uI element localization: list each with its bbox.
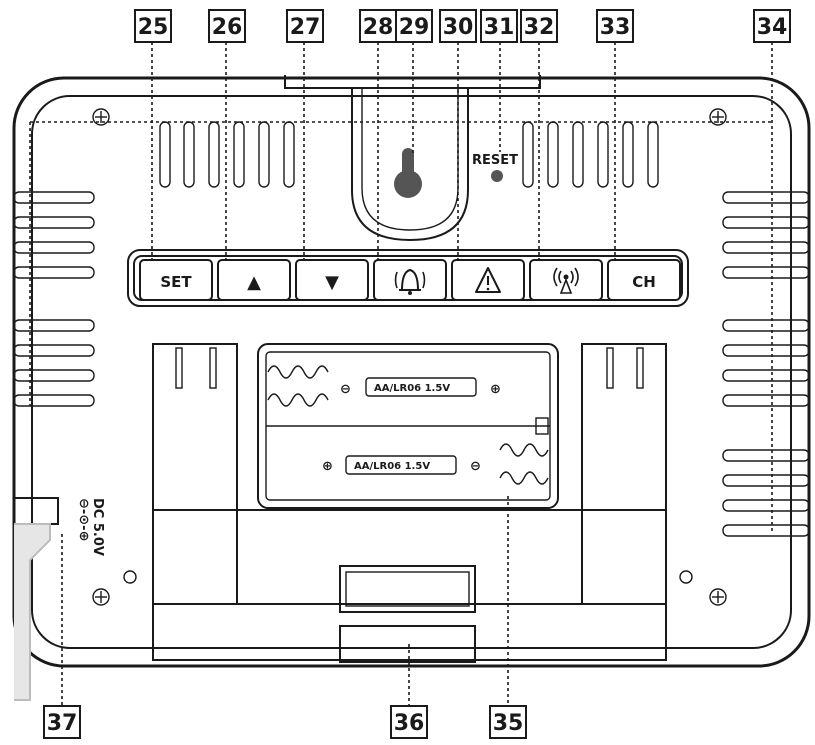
ch-button[interactable]: CH	[607, 259, 681, 301]
reset-label: RESET	[472, 153, 518, 168]
svg-text:28: 28	[363, 15, 394, 40]
callout-29: 29	[395, 9, 433, 43]
callout-25: 25	[134, 9, 172, 43]
set-button[interactable]: SET	[139, 259, 213, 301]
dc-jack-label: DC 5.0V	[90, 498, 105, 556]
alarm-button[interactable]	[373, 259, 447, 301]
callout-31: 31	[480, 9, 518, 43]
svg-text:33: 33	[600, 15, 631, 40]
callout-36: 36	[390, 705, 428, 739]
svg-text:35: 35	[493, 711, 524, 736]
down-arrow-icon: ▼	[325, 272, 339, 293]
svg-text:29: 29	[399, 15, 430, 40]
battery-bottom: ⊕ AA/LR06 1.5V ⊖	[322, 443, 549, 485]
screw-bottom-right-icon	[709, 588, 727, 606]
dc-jack	[13, 497, 59, 701]
callout-28: 28	[359, 9, 397, 43]
callout-37: 37	[43, 705, 81, 739]
keyhole-icon	[394, 148, 422, 198]
screw-bottom-left-icon	[92, 588, 110, 606]
callout-34: 34	[753, 9, 791, 43]
set-button-label: SET	[160, 273, 192, 291]
battery-bottom-plus-icon: ⊕	[322, 459, 333, 474]
svg-text:27: 27	[290, 15, 321, 40]
down-button[interactable]: ▼	[295, 259, 369, 301]
battery-bottom-label: AA/LR06 1.5V	[354, 461, 430, 472]
device-body	[12, 75, 811, 668]
vent-slots-left	[13, 191, 95, 407]
vent-slots-right	[722, 191, 810, 537]
dc-jack-label-group: DC 5.0V ⊖-⊙-⊕	[76, 498, 105, 556]
leader-lines	[29, 42, 773, 706]
screw-top-right-icon	[709, 108, 727, 126]
battery-top-label: AA/LR06 1.5V	[374, 383, 450, 394]
dc-jack-polarity-icon: ⊖-⊙-⊕	[76, 498, 91, 541]
up-arrow-icon: ▲	[247, 272, 261, 293]
wall-mount-bracket	[351, 88, 469, 242]
alert-button[interactable]	[451, 259, 525, 301]
radio-signal-icon	[553, 267, 579, 294]
svg-text:31: 31	[484, 15, 515, 40]
reset-button[interactable]	[491, 170, 503, 182]
ch-button-label: CH	[632, 273, 656, 291]
svg-text:30: 30	[443, 15, 474, 40]
callout-32: 32	[520, 9, 558, 43]
svg-text:25: 25	[138, 15, 169, 40]
callout-30: 30	[439, 9, 477, 43]
peg-left-icon	[123, 570, 137, 584]
battery-bottom-minus-icon: ⊖	[470, 459, 481, 474]
alarm-bell-icon	[394, 268, 426, 295]
up-button[interactable]: ▲	[217, 259, 291, 301]
peg-right-icon	[679, 570, 693, 584]
callout-35: 35	[489, 705, 527, 739]
svg-text:32: 32	[524, 15, 555, 40]
svg-text:26: 26	[212, 15, 243, 40]
screw-top-left-icon	[92, 108, 110, 126]
warning-triangle-icon	[475, 267, 501, 293]
callout-27: 27	[286, 9, 324, 43]
battery-top: ⊖ AA/LR06 1.5V ⊕	[267, 365, 501, 407]
battery-compartment	[257, 343, 559, 509]
callout-33: 33	[596, 9, 634, 43]
stand-base	[152, 509, 667, 663]
battery-top-plus-icon: ⊕	[490, 382, 501, 397]
svg-text:34: 34	[757, 15, 788, 40]
callout-26: 26	[208, 9, 246, 43]
battery-top-minus-icon: ⊖	[340, 382, 351, 397]
radio-button[interactable]	[529, 259, 603, 301]
svg-text:36: 36	[394, 711, 425, 736]
svg-text:37: 37	[47, 711, 78, 736]
